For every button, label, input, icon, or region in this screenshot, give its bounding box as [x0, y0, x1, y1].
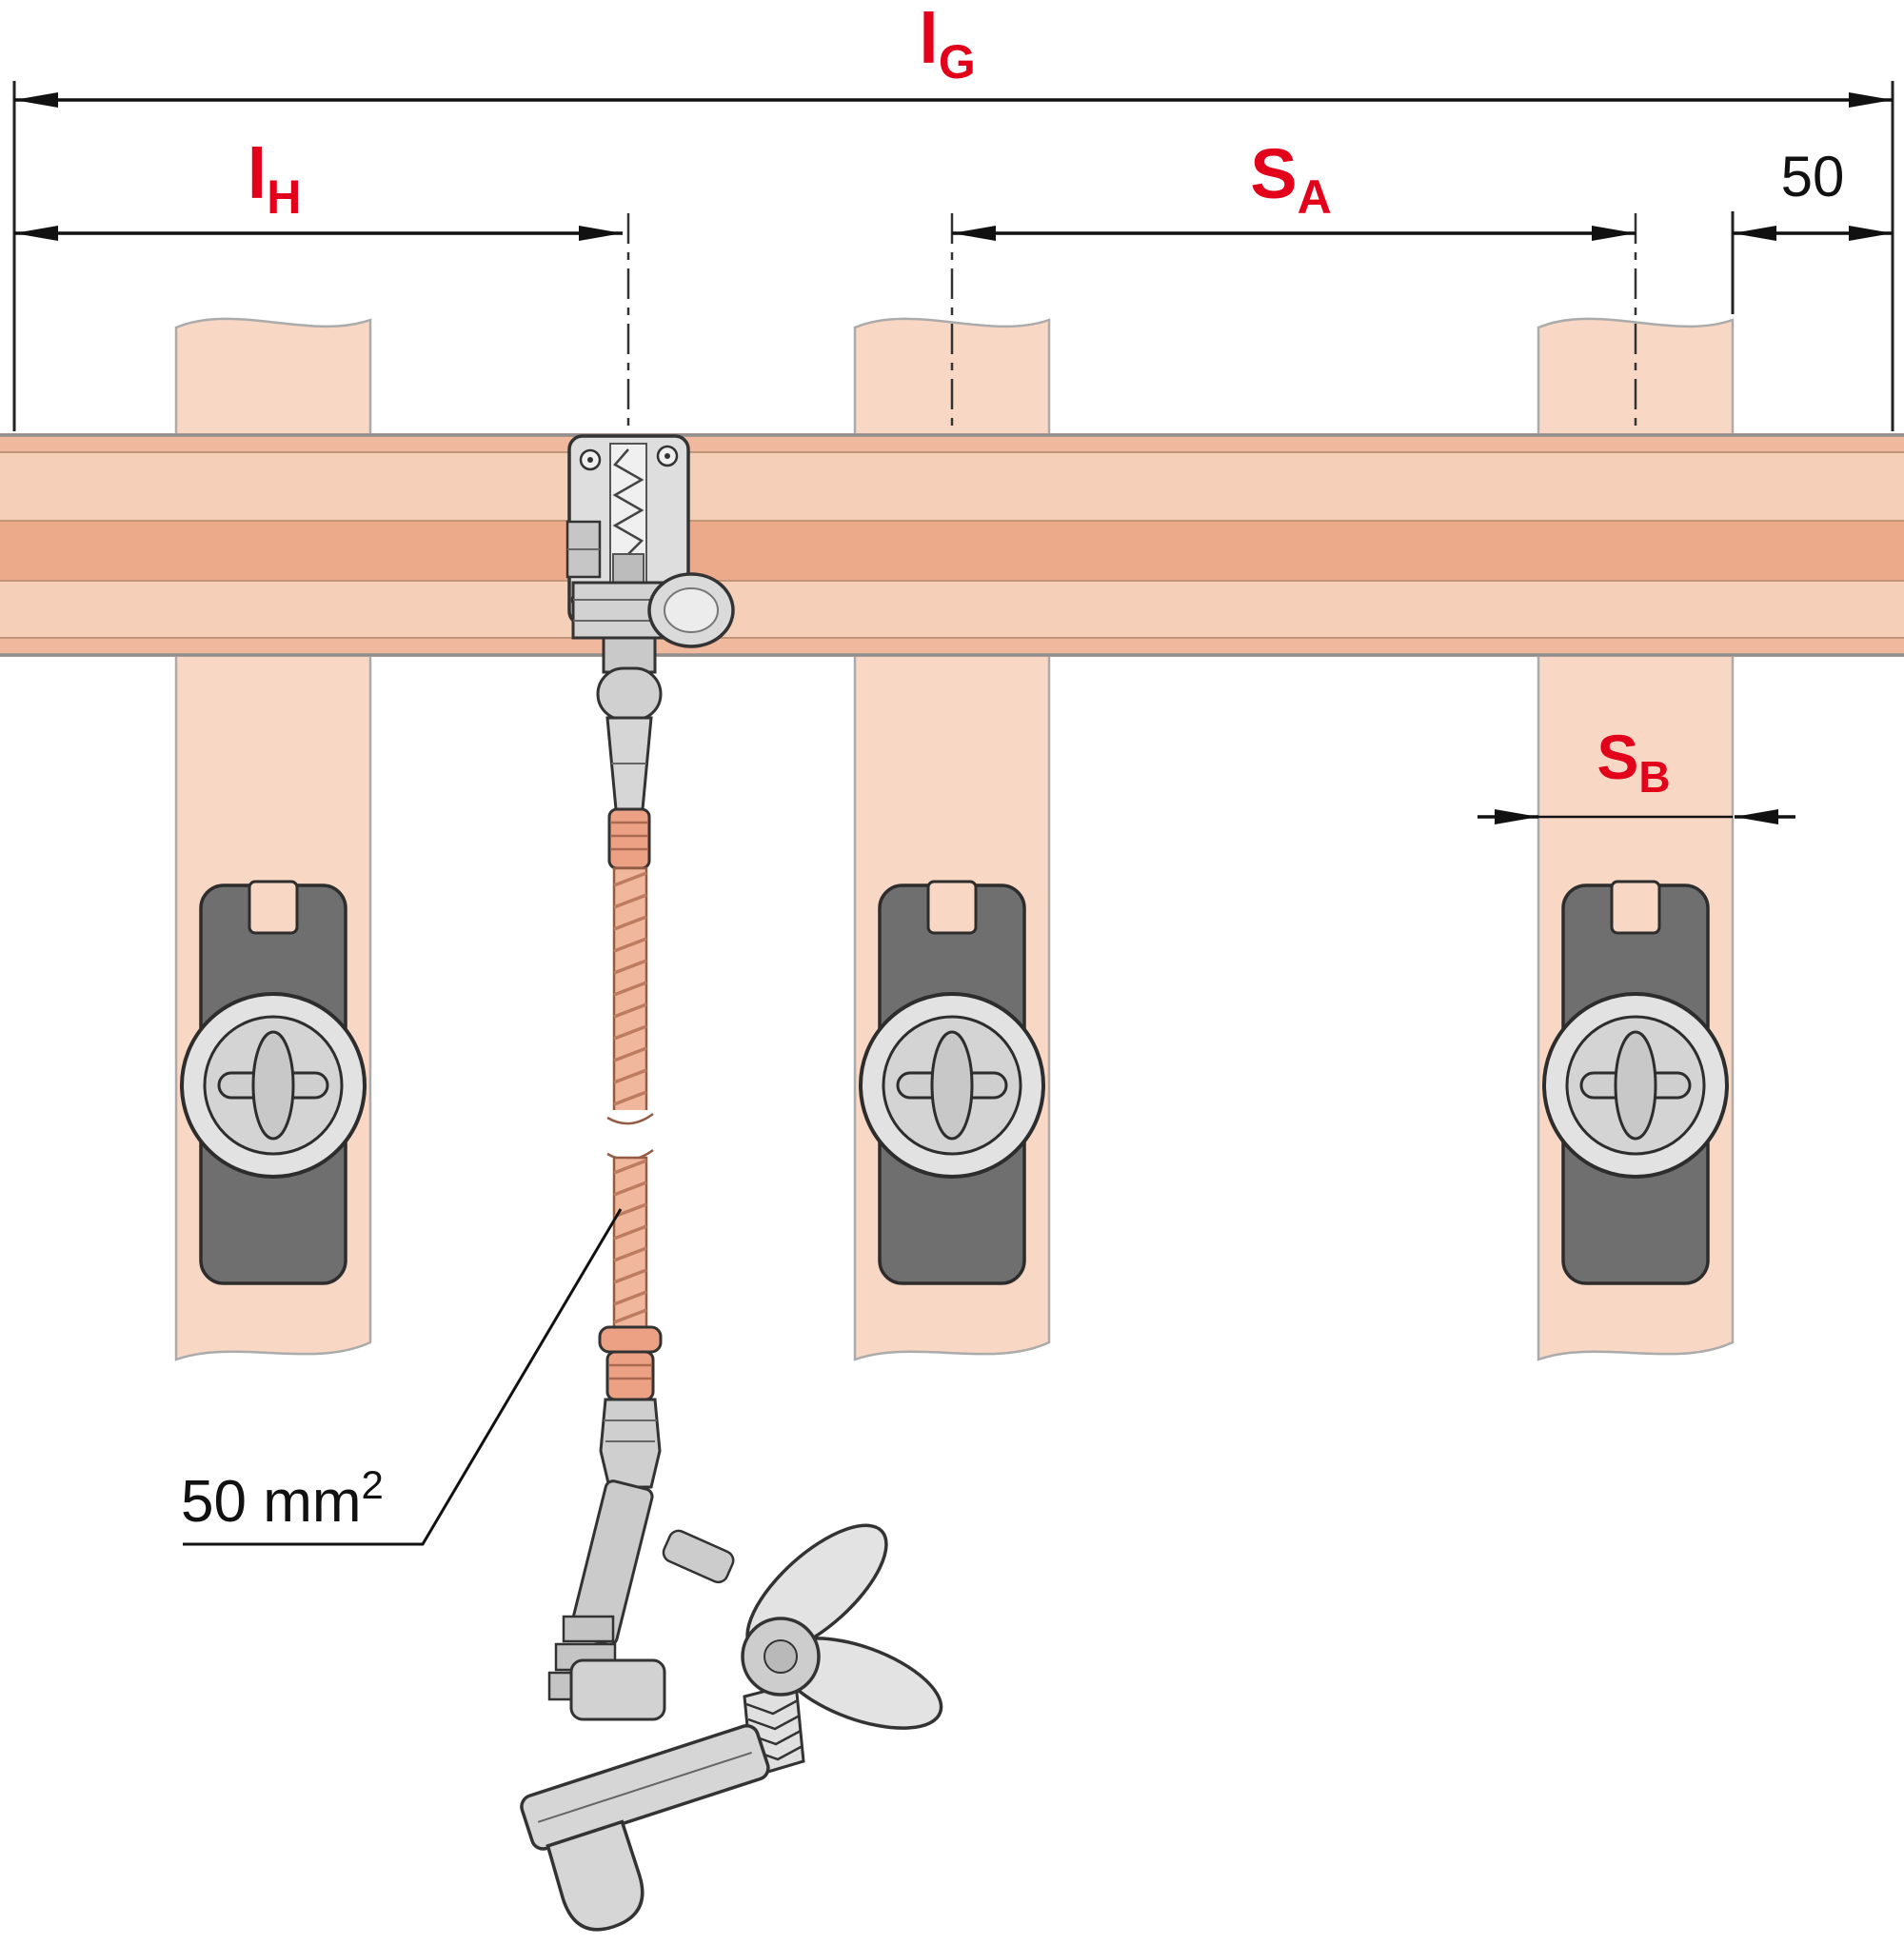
wing-nut — [741, 1523, 943, 1730]
cable-lug-fitting — [599, 1398, 662, 1489]
cable-ferrule-bottom — [598, 1325, 663, 1401]
label-lG-main: l — [919, 0, 939, 78]
label-cable-cross-section: 50 mm2 — [181, 1462, 384, 1535]
cable-ferrule-top — [607, 807, 651, 870]
ball-knob — [596, 666, 663, 722]
clamp-hook — [545, 1819, 645, 1932]
end-clamp — [520, 1479, 943, 1932]
insulator-left — [180, 880, 367, 1285]
label-end-offset-50: 50 — [1781, 145, 1845, 208]
clamp-jaw — [520, 1724, 770, 1932]
busbar-gripping-head — [565, 434, 735, 648]
dimension-annotations: lG lH SA SB 50 50 mm2 — [12, 0, 1894, 1546]
label-lG: lG — [919, 0, 975, 89]
cable-strands — [613, 1159, 647, 1324]
serration-spring — [612, 448, 645, 555]
insulator-middle — [859, 880, 1045, 1285]
label-SA-sub: A — [1298, 170, 1332, 224]
label-SB-sub: B — [1638, 752, 1670, 802]
busbar-bottom-strip — [0, 638, 1904, 657]
clamp-pin — [662, 1529, 735, 1584]
label-lG-sub: G — [939, 35, 976, 89]
cable-break — [603, 1110, 658, 1161]
busbar-dark-band — [0, 521, 1904, 581]
earthing-cable-lower — [612, 1156, 648, 1329]
busbar — [0, 433, 1904, 657]
label-SB: SB — [1597, 722, 1670, 802]
label-SB-main: S — [1597, 722, 1638, 792]
label-lH-sub: H — [267, 170, 301, 224]
label-cable-main: 50 mm — [181, 1469, 361, 1535]
earthing-clamp-device — [520, 434, 943, 1932]
clamp-stem — [596, 636, 663, 811]
label-cable-sup: 2 — [361, 1462, 383, 1507]
label-lH: lH — [248, 134, 302, 224]
leader-line-cable — [183, 1208, 623, 1546]
label-SA-main: S — [1250, 134, 1297, 213]
earthing-cable-upper — [612, 866, 648, 1118]
insulator-right — [1542, 880, 1729, 1285]
clamp-elbow — [569, 1658, 666, 1721]
busbar-top-strip — [0, 433, 1904, 452]
label-lH-main: l — [248, 134, 268, 213]
label-SA: SA — [1250, 134, 1331, 224]
cable-strands — [613, 871, 647, 1106]
